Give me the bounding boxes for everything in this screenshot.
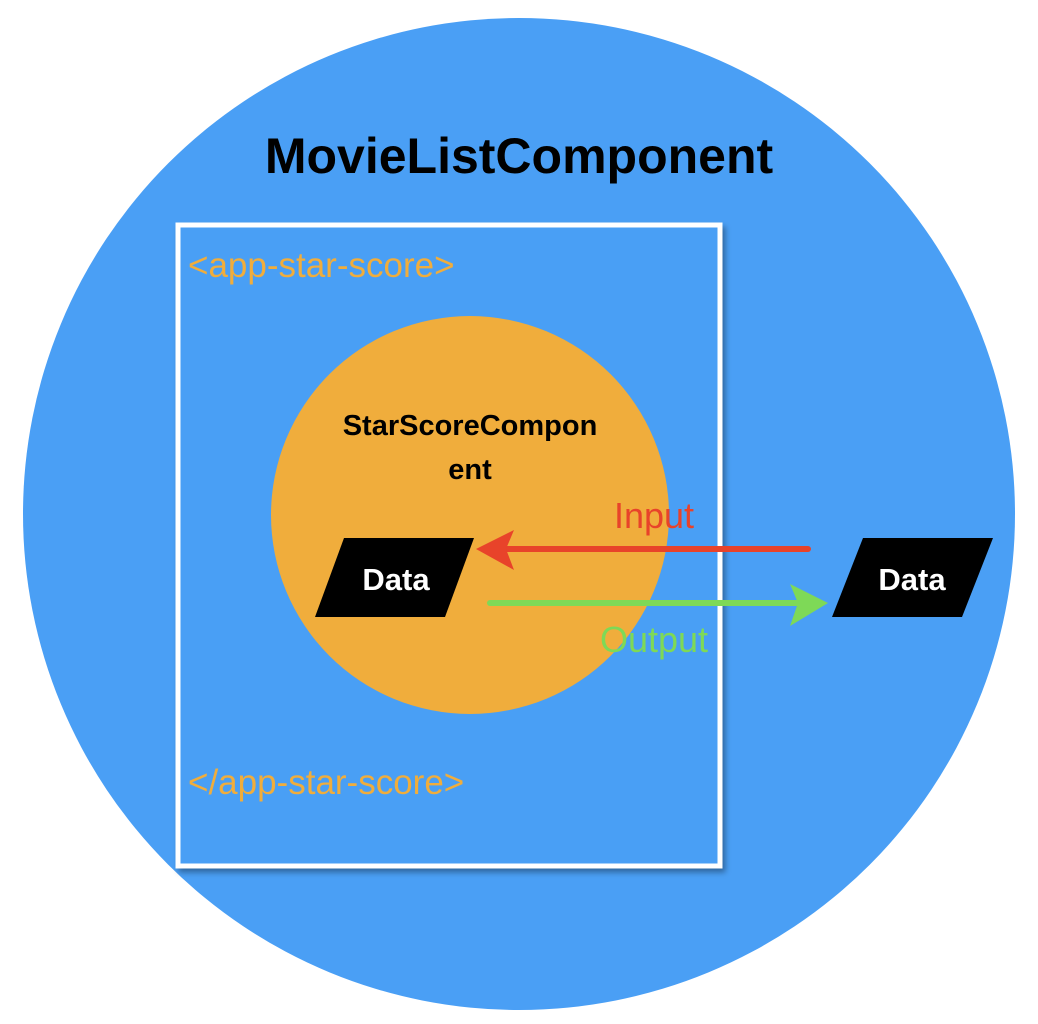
star-score-component-title-line1: StarScoreCompon: [343, 410, 598, 442]
input-arrow-label: Input: [614, 495, 694, 536]
data-outer-label: Data: [878, 562, 946, 597]
data-inner-label: Data: [362, 562, 430, 597]
close-tag-label: </app-star-score>: [188, 763, 464, 802]
input-arrow: [476, 530, 811, 570]
star-score-component-title-line2: ent: [448, 454, 492, 486]
open-tag-label: <app-star-score>: [188, 246, 455, 285]
data-inner-shape: [315, 538, 474, 617]
output-arrow: [487, 584, 828, 626]
output-arrow-label: Output: [600, 619, 708, 660]
movie-list-component-title: MovieListComponent: [265, 128, 774, 184]
data-outer-shape: [832, 538, 993, 617]
